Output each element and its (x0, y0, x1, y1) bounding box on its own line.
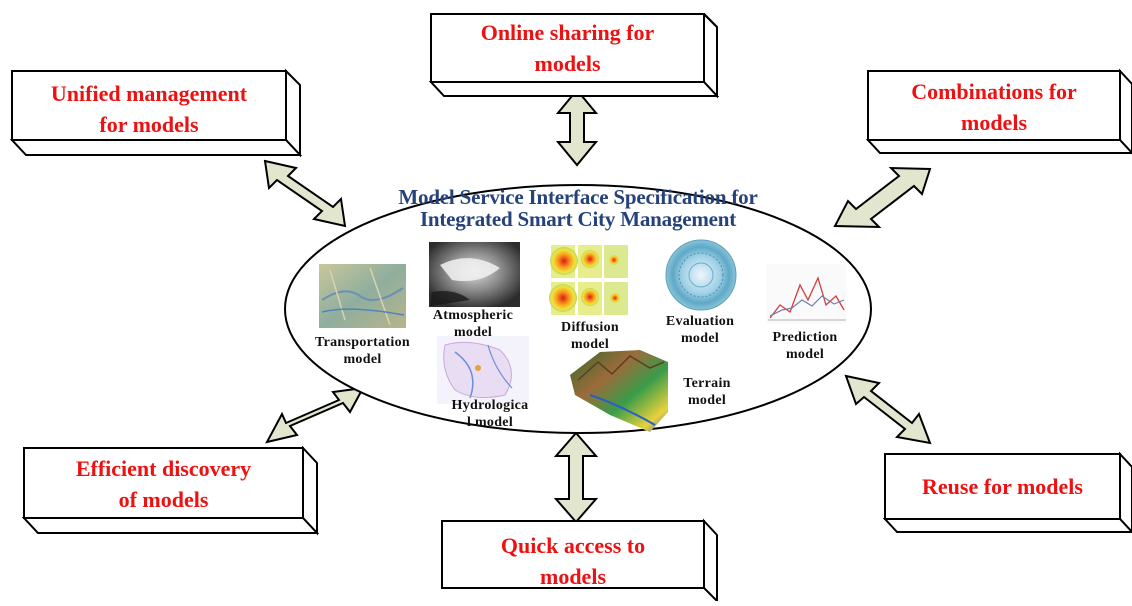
diffusion-model-line1: Diffusion (561, 320, 619, 335)
prediction-model-label: Prediction model (755, 329, 855, 363)
terrain-model-line1: Terrain (683, 376, 731, 391)
box-efficient-discovery (21, 445, 320, 536)
arrow-top (555, 88, 599, 167)
transportation-model-line2: model (343, 352, 382, 367)
box-reuse-text: Reuse for models (885, 471, 1120, 502)
box-quick-access (441, 518, 718, 604)
box-online-sharing-text: Online sharing for models (431, 17, 704, 79)
box-combinations (865, 68, 1132, 155)
hydrological-model-image (437, 336, 529, 404)
box-efficient-discovery-text: Efficient discovery of models (24, 453, 303, 515)
box-quick-access-text: Quick access to models (442, 530, 704, 592)
box-online-sharing-line2: models (534, 51, 601, 76)
box-combinations-text: Combinations for models (868, 76, 1120, 138)
box-efficient-discovery-line1: Efficient discovery (75, 456, 252, 481)
evaluation-model-line1: Evaluation (665, 314, 735, 329)
diffusion-model-label: Diffusion model (545, 319, 635, 353)
box-unified-management (9, 68, 303, 158)
arrow-upper-right (833, 166, 932, 229)
transportation-model-image (319, 264, 406, 328)
evaluation-model-label: Evaluation model (650, 313, 750, 347)
arrow-lower-right (844, 374, 932, 445)
diffusion-model-line2: model (570, 337, 610, 352)
atmospheric-model-line1: Atmospheric (432, 308, 514, 323)
box-combinations-line1: Combinations for (911, 79, 1077, 104)
hydrological-model-line2: l model (466, 415, 514, 430)
center-title-line1: Model Service Interface Specification fo… (398, 185, 758, 209)
diffusion-model-image (549, 245, 628, 315)
evaluation-model-line2: model (680, 331, 720, 346)
terrain-model-image (570, 350, 668, 432)
atmospheric-model-line2: model (453, 325, 493, 340)
transportation-model-line1: Transportation (315, 335, 410, 350)
box-efficient-discovery-line2: of models (118, 487, 209, 512)
box-quick-access-line1: Quick access to (500, 533, 646, 558)
evaluation-model-image (665, 239, 737, 311)
prediction-model-line2: model (785, 347, 825, 362)
center-title: Model Service Interface Specification fo… (378, 186, 778, 230)
box-quick-access-line2: models (540, 564, 606, 589)
center-title-line2: Integrated Smart City Management (419, 207, 737, 231)
box-online-sharing-line1: Online sharing for (480, 20, 655, 45)
arrow-upper-left (263, 159, 347, 228)
terrain-model-line2: model (687, 393, 727, 408)
box-reuse-line1: Reuse for models (922, 474, 1083, 499)
hydrological-model-line1: Hydrologica (451, 398, 529, 413)
atmospheric-model-image (429, 242, 520, 307)
box-unified-management-text: Unified management for models (12, 78, 286, 140)
arrow-lower-left (265, 386, 365, 444)
prediction-model-image (766, 264, 846, 324)
box-combinations-line2: models (961, 110, 1027, 135)
box-reuse (882, 451, 1132, 534)
atmospheric-model-label: Atmospheric model (418, 307, 528, 341)
terrain-model-label: Terrain model (667, 375, 747, 409)
box-unified-management-line1: Unified management (50, 81, 248, 106)
box-online-sharing (428, 13, 720, 99)
prediction-model-line1: Prediction (772, 330, 838, 345)
arrow-bottom (553, 431, 599, 524)
box-unified-management-line2: for models (99, 112, 199, 137)
hydrological-model-label: Hydrologica l model (435, 397, 545, 431)
transportation-model-label: Transportation model (295, 334, 430, 368)
